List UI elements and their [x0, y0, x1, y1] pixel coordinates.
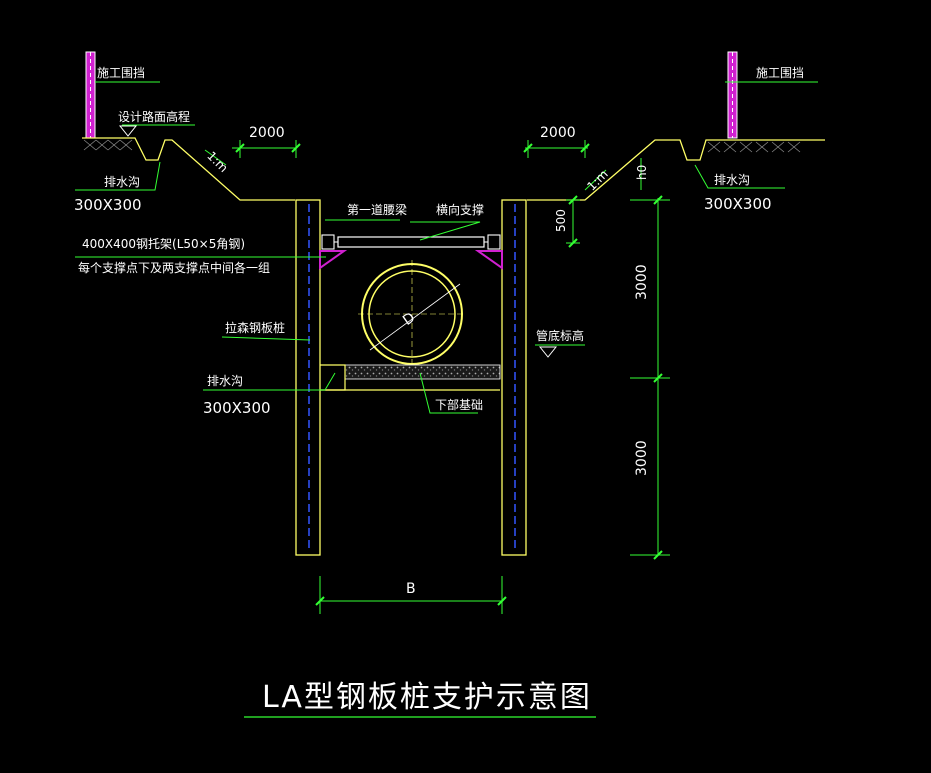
road-elevation-marker: [118, 125, 138, 137]
first-waling-label: 第一道腰梁: [347, 202, 407, 217]
leader-lines: [75, 81, 818, 414]
dimension-ticks: [235, 143, 663, 606]
bracket-label: 400X400钢托架(L50×5角钢): [82, 237, 245, 251]
sheet-pile-label: 拉森钢板桩: [225, 320, 285, 335]
ditch-left-size: 300X300: [74, 196, 142, 214]
pipe-bottom-marker: [538, 346, 558, 358]
ditch-right-label: 排水沟: [714, 173, 750, 187]
steel-bracket-left: [319, 250, 348, 270]
width-b-label: B: [406, 581, 416, 597]
steel-bracket-right: [474, 250, 503, 270]
inner-ditch: [320, 364, 500, 391]
sheet-pile-left: [295, 199, 321, 556]
pipe: [358, 260, 466, 368]
diagram-title: LA型钢板桩支护示意图: [262, 680, 592, 715]
fence-right: [727, 51, 738, 139]
dim-3000-lower: 3000: [634, 440, 650, 476]
soil-hatch-right: [707, 141, 801, 153]
dim-2000-right: 2000: [540, 125, 576, 141]
sheet-pile-right: [501, 199, 527, 556]
inner-ditch-label: 排水沟: [207, 374, 243, 388]
dim-500: 500: [554, 209, 568, 232]
ditch-right-size: 300X300: [704, 195, 772, 213]
fence-right-label: 施工围挡: [756, 66, 804, 80]
dim-2000-left: 2000: [249, 125, 285, 141]
soil-hatch-left: [83, 139, 133, 151]
fence-left-label: 施工围挡: [97, 66, 145, 80]
h0-label: h0: [635, 165, 649, 180]
inner-ditch-size: 300X300: [203, 399, 271, 417]
cross-brace: [321, 234, 501, 250]
ground-line-right: [527, 139, 825, 201]
dimension-lines: [204, 140, 670, 614]
bracket-note: 每个支撑点下及两支撑点中间各一组: [78, 260, 270, 275]
pipe-bottom-label: 管底标高: [536, 328, 584, 343]
road-elevation-label: 设计路面高程: [118, 109, 190, 124]
ground-line-left: [82, 137, 295, 201]
slope-right-label: 1:m: [584, 167, 610, 193]
fence-left: [85, 51, 96, 139]
ditch-left-label: 排水沟: [104, 175, 140, 189]
foundation-label: 下部基础: [435, 397, 483, 412]
lower-foundation: [344, 364, 501, 380]
dim-3000-upper: 3000: [634, 264, 650, 300]
cross-brace-label: 横向支撑: [436, 202, 484, 217]
